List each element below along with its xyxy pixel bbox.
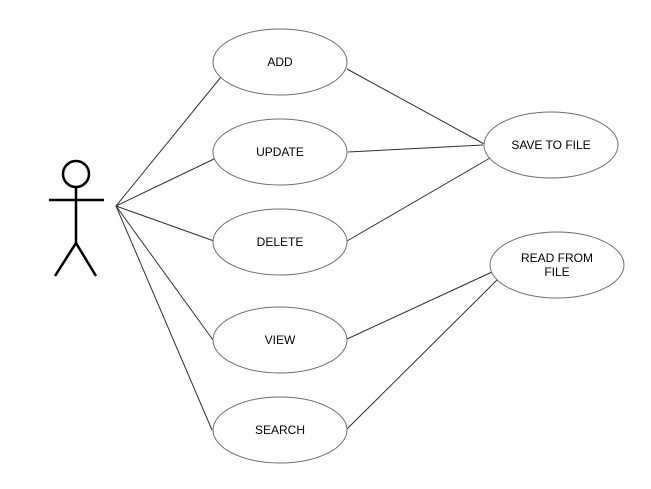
edge-actor-view [115, 205, 214, 341]
use-case-view-ellipse [212, 306, 348, 374]
edge-actor-search [115, 205, 213, 431]
edge-add-save [346, 68, 487, 146]
actor-head [61, 159, 91, 189]
file-associations [346, 68, 498, 430]
use-case-read-from-file-label-line1: READ FROM [521, 251, 593, 265]
use-case-delete-ellipse [212, 208, 348, 276]
actor-left-leg [53, 242, 78, 277]
use-case-add-ellipse [212, 28, 348, 96]
actor-associations [115, 76, 222, 431]
use-case-save-to-file-ellipse [483, 111, 619, 179]
edge-actor-update [115, 158, 215, 207]
use-case-read-from-file: READ FROM FILE [489, 231, 625, 299]
edge-delete-save [346, 157, 491, 242]
use-case-search-ellipse [212, 396, 348, 464]
use-case-add: ADD [212, 28, 348, 96]
use-case-delete-label: DELETE [257, 235, 304, 249]
actor-right-leg [74, 242, 98, 277]
edge-search-read [346, 279, 498, 430]
use-case-update: UPDATE [212, 118, 348, 186]
use-case-save-to-file: SAVE TO FILE [483, 111, 619, 179]
edge-actor-add [115, 76, 222, 207]
edge-view-read [346, 271, 493, 340]
use-case-add-label: ADD [267, 55, 293, 69]
actor-stick-figure [49, 159, 104, 277]
edge-actor-delete [115, 205, 215, 242]
edge-update-save [347, 144, 484, 153]
use-case-save-to-file-label: SAVE TO FILE [511, 138, 590, 152]
use-case-search-label: SEARCH [255, 423, 305, 437]
use-case-read-from-file-label-line2: FILE [544, 265, 569, 279]
use-case-delete: DELETE [212, 208, 348, 276]
use-case-view: VIEW [212, 306, 348, 374]
use-case-update-ellipse [212, 118, 348, 186]
use-case-update-label: UPDATE [256, 145, 304, 159]
use-case-search: SEARCH [212, 396, 348, 464]
use-case-view-label: VIEW [265, 333, 296, 347]
use-case-read-from-file-ellipse [489, 231, 625, 299]
